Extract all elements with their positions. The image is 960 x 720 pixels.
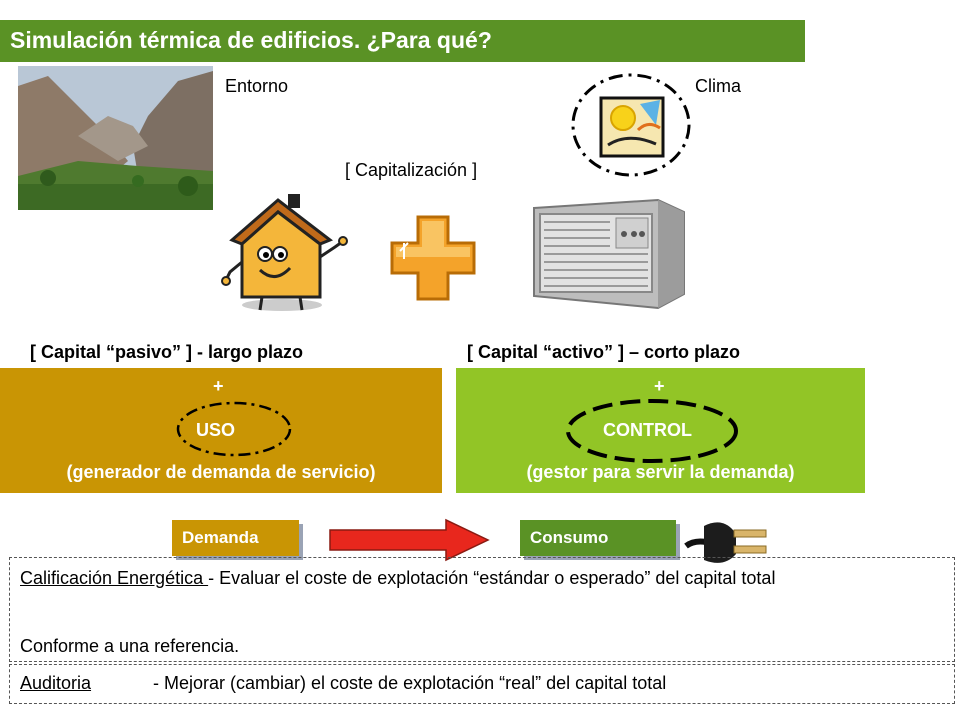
capitalizacion-label: [ Capitalización ] (345, 160, 478, 180)
uso-plus: + (213, 376, 224, 396)
calificacion-box (9, 557, 955, 662)
calificacion-term: Calificación Energética (20, 568, 209, 588)
uso-panel (0, 368, 442, 493)
auditoria-box (9, 664, 955, 704)
calificacion-note: Conforme a una referencia. (20, 636, 240, 656)
demand-tag: Demanda (172, 520, 299, 556)
auditoria-description: - Mejorar (cambiar) el coste de explotac… (153, 673, 667, 693)
entorno-label: Entorno (225, 76, 289, 96)
calificacion-text: Calificación Energética - Evaluar el cos… (20, 565, 930, 591)
sun-climate-icon (571, 73, 691, 177)
calificacion-description: - Evaluar el coste de explotación “están… (208, 568, 776, 588)
control-dashed-ellipse (566, 399, 738, 463)
auditoria-term: Auditoria (20, 673, 91, 694)
uso-description: (generador de demanda de servicio) (66, 462, 376, 482)
control-name: CONTROL (603, 420, 692, 440)
uso-name: USO (196, 420, 236, 440)
auditoria-term-text: Auditoria (20, 673, 92, 693)
capital-activo-label: [ Capital “activo” ] – corto plazo (467, 342, 741, 362)
plus-icon (390, 215, 476, 301)
clima-label: Clima (695, 76, 742, 96)
mountain-valley-photo (18, 66, 213, 210)
uso-dashed-ellipse (176, 401, 292, 457)
control-description: (gestor para servir la demanda) (526, 462, 795, 482)
power-plug-icon (684, 522, 767, 563)
house-character-icon (221, 194, 348, 311)
slide-title: Simulación térmica de edificios. ¿Para q… (10, 27, 492, 53)
right-arrow-icon (329, 518, 490, 562)
control-plus: + (654, 376, 665, 396)
title-bar (0, 20, 805, 62)
consumption-tag: Consumo (520, 520, 676, 556)
control-panel (456, 368, 865, 493)
capital-pasivo-label: [ Capital “pasivo” ] - largo plazo (30, 342, 304, 362)
air-conditioner-icon (533, 198, 685, 310)
